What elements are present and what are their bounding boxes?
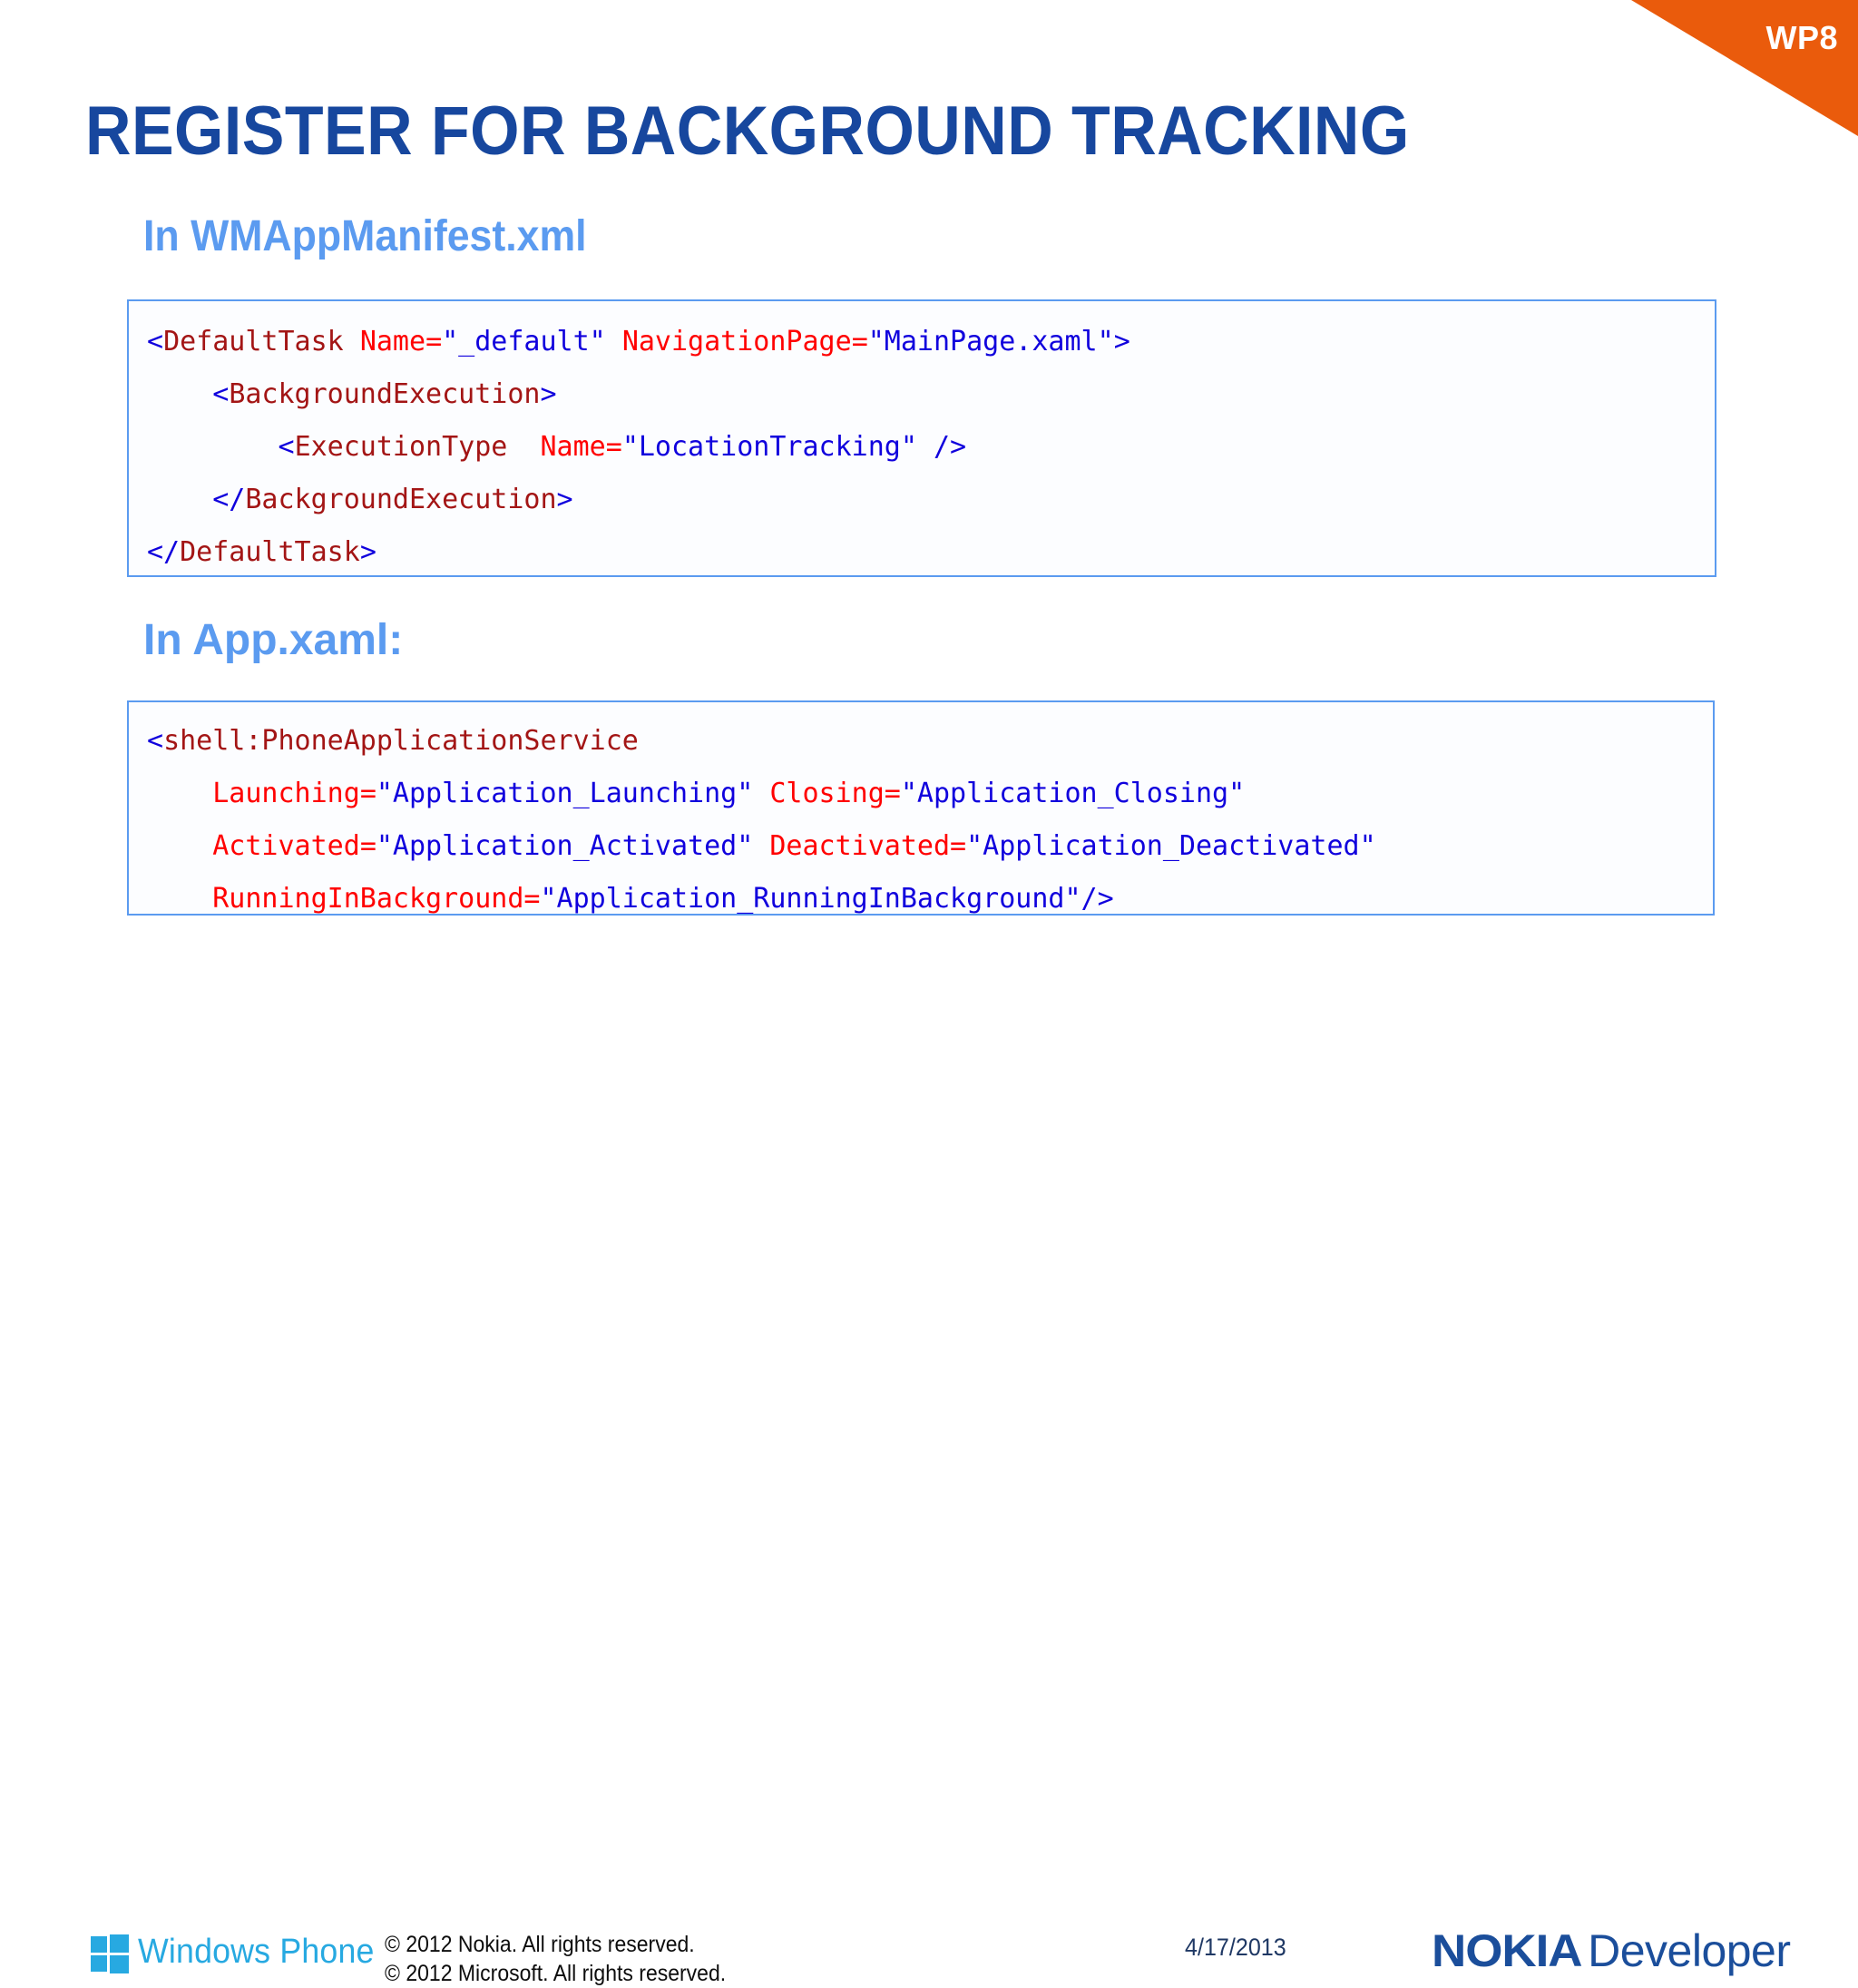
code-token-val: "Application_Deactivated" (966, 830, 1376, 862)
code-token-attr: Deactivated (769, 830, 951, 862)
code-token-eq: = (523, 883, 541, 915)
code-token-val: "Application_Closing" (900, 778, 1246, 809)
nokia-wordmark: NOKIA (1432, 1925, 1583, 1976)
code-line: Launching="Application_Launching" Closin… (147, 768, 1713, 820)
code-token-bracket: < (278, 431, 295, 463)
code-token-bracket: </ (212, 484, 246, 515)
code-token-val: "Application_Launching" (376, 778, 754, 809)
copyright-line-microsoft: © 2012 Microsoft. All rights reserved. (385, 1961, 727, 1986)
copyright-notice: © 2012 Nokia. All rights reserved. © 201… (385, 1930, 726, 1988)
windows-phone-logo-icon (91, 1934, 129, 1973)
code-block-wmappmanifest: <DefaultTask Name="_default" NavigationP… (127, 299, 1716, 577)
copyright-line-nokia: © 2012 Nokia. All rights reserved. (385, 1932, 695, 1957)
code-token-attr: Activated (212, 830, 360, 862)
code-token-bracket: /> (933, 431, 967, 463)
code-block-appxaml: <shell:PhoneApplicationService Launching… (127, 700, 1715, 916)
code-token-plain (606, 326, 622, 357)
code-token-eq: = (359, 830, 376, 862)
code-token-tag: DefaultTask (163, 326, 344, 357)
code-token-bracket: > (359, 536, 376, 568)
code-token-val: "Application_Activated" (376, 830, 754, 862)
code-line: <ExecutionType Name="LocationTracking" /… (147, 421, 1715, 474)
code-token-tag: ExecutionType (294, 431, 508, 463)
code-line: </BackgroundExecution> (147, 474, 1715, 526)
page-title: REGISTER FOR BACKGROUND TRACKING (85, 93, 1410, 170)
code-token-plain (344, 326, 360, 357)
window-pane-bottom-right (110, 1955, 129, 1973)
code-token-bracket: /> (1081, 883, 1114, 915)
code-token-eq: = (425, 326, 443, 357)
corner-triangle-shape (1631, 0, 1858, 136)
code-token-tag: shell:PhoneApplicationService (163, 725, 639, 757)
code-token-eq: = (884, 778, 901, 809)
code-token-val: "MainPage.xaml" (867, 326, 1114, 357)
slide-footer: Windows Phone © 2012 Nokia. All rights r… (0, 957, 1858, 1986)
code-token-attr: NavigationPage (621, 326, 852, 357)
code-token-eq: = (851, 326, 868, 357)
code-token-attr: RunningInBackground (212, 883, 524, 915)
code-line: <DefaultTask Name="_default" NavigationP… (147, 316, 1715, 368)
code-token-bracket: > (556, 484, 573, 515)
developer-wordmark: Developer (1588, 1925, 1791, 1976)
code-token-attr: Closing (769, 778, 885, 809)
code-token-tag: BackgroundExecution (245, 484, 557, 515)
window-pane-top-left (91, 1936, 107, 1953)
code-line: <BackgroundExecution> (147, 368, 1715, 421)
code-token-tag: DefaultTask (180, 536, 360, 568)
code-token-tag: BackgroundExecution (229, 378, 541, 410)
code-token-bracket: < (212, 378, 230, 410)
code-line: <shell:PhoneApplicationService (147, 715, 1713, 768)
code-token-val: "_default" (442, 326, 606, 357)
code-token-plain (507, 431, 540, 463)
code-token-plain (147, 778, 212, 809)
code-line: RunningInBackground="Application_Running… (147, 873, 1713, 915)
code-token-plain (917, 431, 934, 463)
code-token-val: "Application_RunningInBackground" (540, 883, 1081, 915)
code-token-bracket: </ (147, 536, 181, 568)
code-token-plain (753, 778, 769, 809)
section-heading-appxaml: In App.xaml: (143, 616, 404, 664)
code-token-bracket: < (147, 725, 164, 757)
code-token-plain (147, 830, 212, 862)
code-token-attr: Launching (212, 778, 360, 809)
code-token-bracket: > (540, 378, 557, 410)
code-token-attr: Name (540, 431, 606, 463)
code-token-plain (147, 484, 212, 515)
wp8-corner-badge: WP8 (1631, 0, 1858, 136)
section-heading-wmappmanifest: In WMAppManifest.xml (143, 212, 587, 260)
window-pane-top-right (110, 1934, 129, 1953)
code-token-bracket: < (147, 326, 164, 357)
wp8-badge-label: WP8 (1765, 19, 1838, 56)
code-token-eq: = (359, 778, 376, 809)
code-token-eq: = (605, 431, 622, 463)
code-line: Activated="Application_Activated" Deacti… (147, 820, 1713, 873)
slide-date: 4/17/2013 (1185, 1934, 1286, 1961)
code-token-plain (147, 883, 212, 914)
window-pane-bottom-left (91, 1955, 107, 1972)
code-token-bracket: > (1113, 326, 1130, 357)
code-token-eq: = (950, 830, 967, 862)
code-token-plain (753, 830, 769, 862)
code-token-val: "LocationTracking" (621, 431, 917, 463)
windows-phone-wordmark: Windows Phone (138, 1933, 375, 1971)
code-token-plain (147, 431, 279, 463)
code-token-attr: Name (359, 326, 426, 357)
code-line: </DefaultTask> (147, 526, 1715, 575)
code-token-plain (147, 378, 212, 410)
